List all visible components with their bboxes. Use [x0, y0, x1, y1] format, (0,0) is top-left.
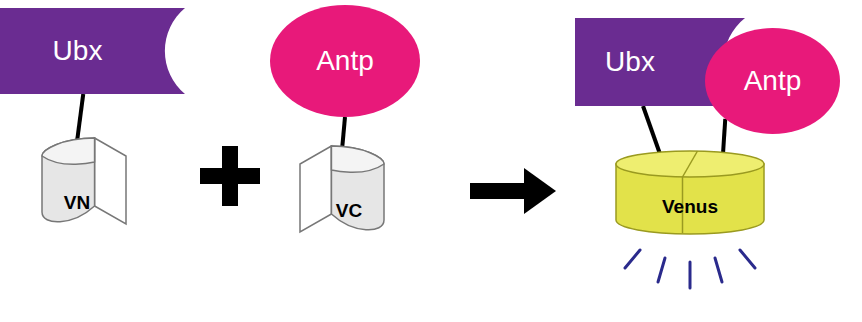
linker-line: [723, 119, 725, 154]
node-outline: [40, 138, 128, 228]
node-outline: [298, 146, 386, 236]
node-label: VC: [336, 200, 362, 222]
linker-line: [342, 117, 345, 150]
node-label: VN: [64, 192, 90, 214]
light-rays: [625, 250, 755, 288]
venus-barrel: Venus: [615, 150, 765, 234]
protein-ubx: Ubx: [0, 8, 185, 94]
node-label: Antp: [316, 45, 374, 77]
protein-antp: Antp: [270, 5, 420, 117]
node-label: Ubx: [605, 46, 655, 78]
node-outline: [615, 150, 765, 234]
linker-line: [77, 94, 83, 142]
reaction-arrow: [470, 168, 556, 214]
venus-c-fragment: VC: [298, 146, 386, 236]
node-label: Antp: [744, 65, 802, 97]
node-label: Ubx: [53, 35, 103, 67]
venus-n-fragment: VN: [40, 138, 128, 228]
node-label: Venus: [662, 196, 718, 218]
plus-sign: [200, 146, 260, 206]
protein-antp: Antp: [705, 28, 840, 134]
linker-line: [643, 106, 660, 154]
